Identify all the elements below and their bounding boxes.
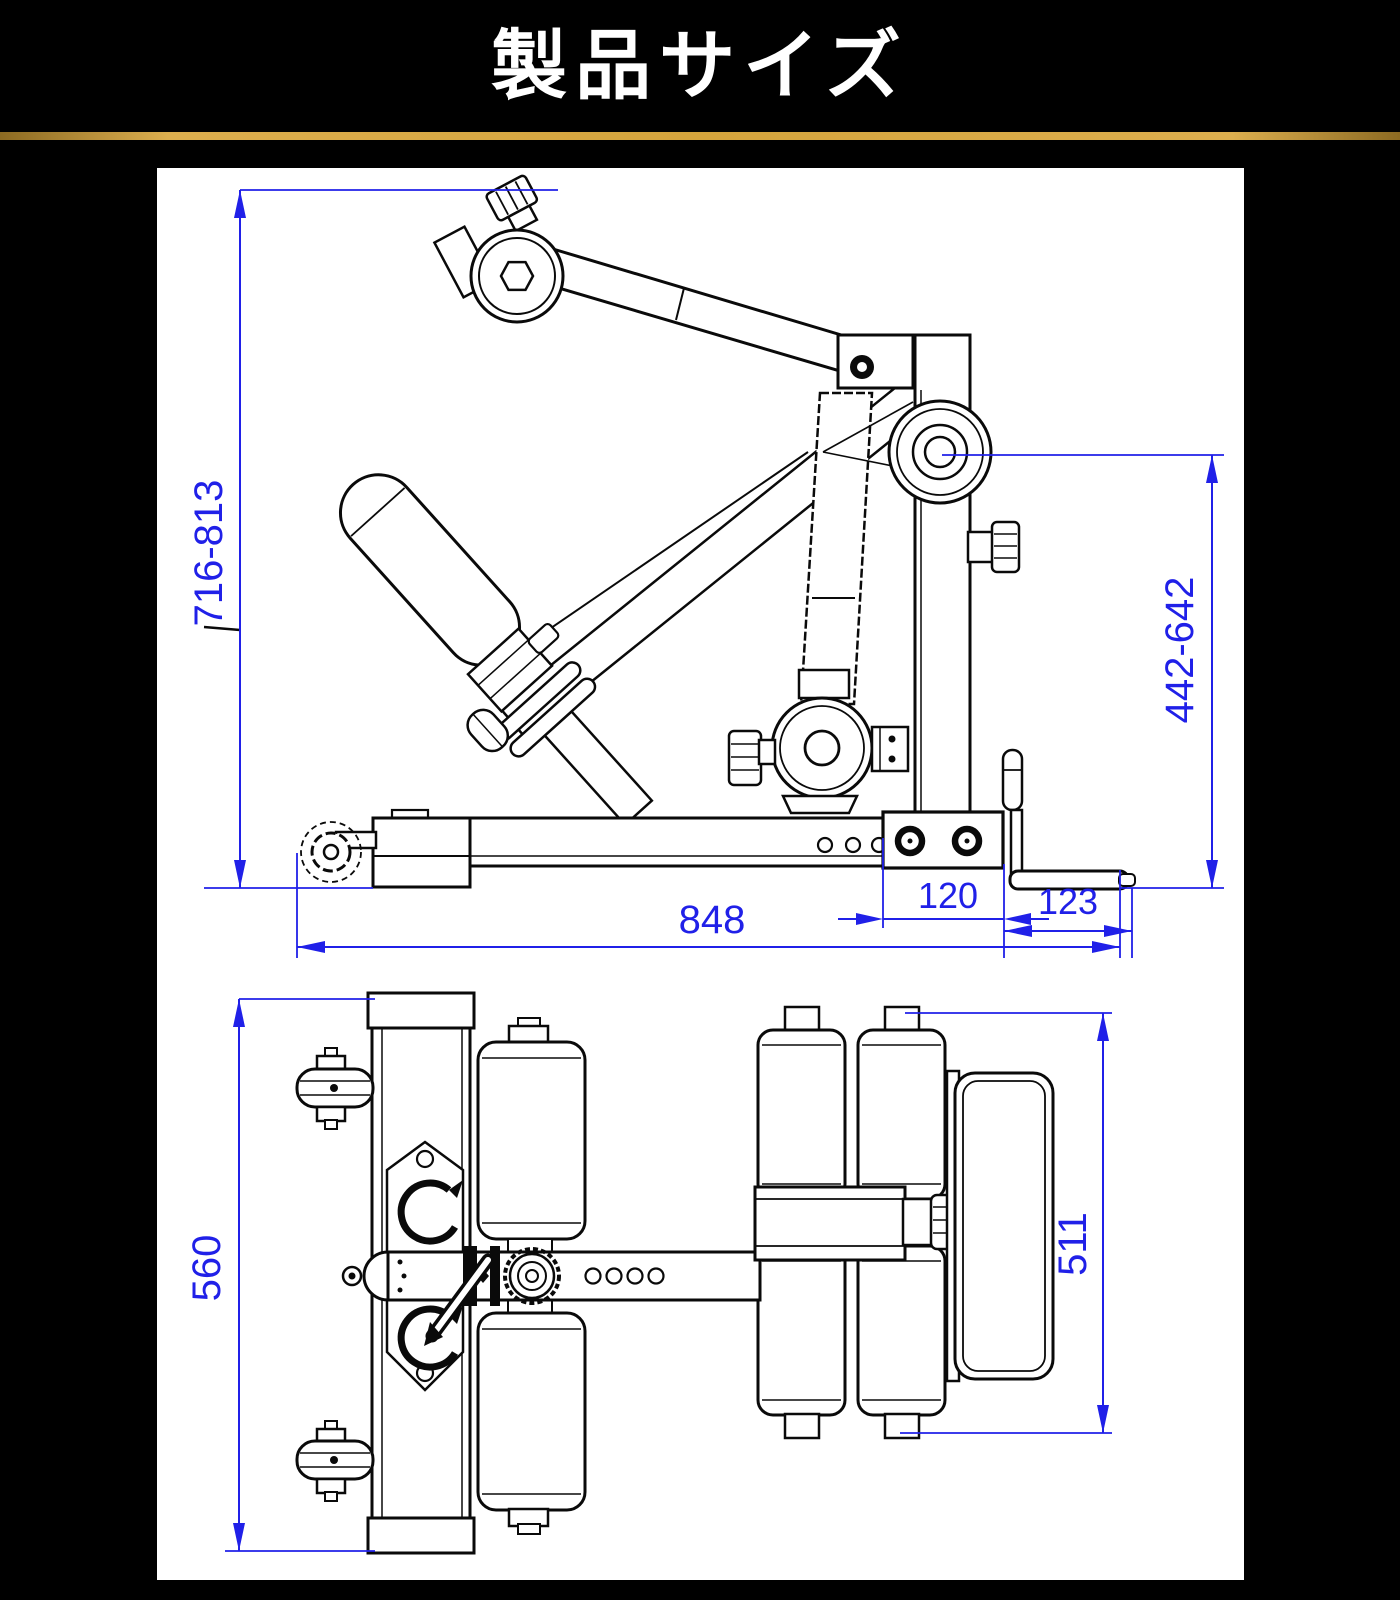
dimension-label-carriage-width: 511 — [1051, 1212, 1095, 1276]
plan-view-dimensions: 560 511 — [185, 998, 1112, 1552]
caster-bottom — [295, 1420, 375, 1502]
roller-pair-2 — [756, 1005, 847, 1440]
drawing-panel: 716-813 442-642 848 — [157, 168, 1244, 1580]
slide-arm — [753, 1185, 907, 1262]
column-knob — [966, 520, 1021, 574]
top-knob — [485, 174, 539, 233]
lock-knob — [503, 1247, 561, 1305]
dimension-label-slider: 120 — [918, 875, 978, 916]
rotate-arrow-top — [397, 1179, 458, 1245]
dimension-label-pad-height: 442-642 — [1158, 577, 1202, 724]
page-title: 製品サイズ — [491, 21, 909, 110]
dimension-label-footplate: 123 — [1038, 881, 1098, 922]
plan-view-drawing: 560 511 — [185, 991, 1112, 1555]
pivot-rod — [424, 1253, 495, 1346]
lower-hub — [727, 668, 910, 815]
title-bar: 製品サイズ — [0, 0, 1400, 132]
rotate-arrow-bottom — [397, 1305, 458, 1371]
swing-arm — [799, 391, 874, 706]
roller-pair-1 — [476, 1017, 587, 1535]
roller-pair-3 — [856, 1005, 947, 1440]
side-view-drawing: 716-813 442-642 848 — [187, 174, 1224, 958]
top-hub — [432, 174, 565, 324]
top-arm — [543, 247, 860, 376]
front-caster — [300, 821, 378, 883]
caster-top — [295, 1047, 375, 1130]
pull-pin — [1001, 748, 1024, 812]
gold-divider — [0, 132, 1400, 140]
adjust-rod — [515, 451, 809, 653]
pad-collar — [466, 622, 654, 827]
dimension-label-overall-height: 716-813 — [187, 480, 231, 627]
lower-knob — [727, 729, 777, 787]
center-beam — [341, 1246, 762, 1306]
dimension-label-base-length: 848 — [679, 898, 746, 942]
dimension-label-base-width: 560 — [185, 1235, 229, 1302]
pulley — [887, 399, 993, 505]
base-frame — [300, 748, 1136, 891]
back-pad — [945, 1069, 1055, 1383]
technical-drawing: 716-813 442-642 848 — [185, 174, 1224, 1555]
elbow-bracket — [836, 333, 915, 390]
side-view-dimensions: 716-813 442-642 848 — [187, 189, 1224, 958]
